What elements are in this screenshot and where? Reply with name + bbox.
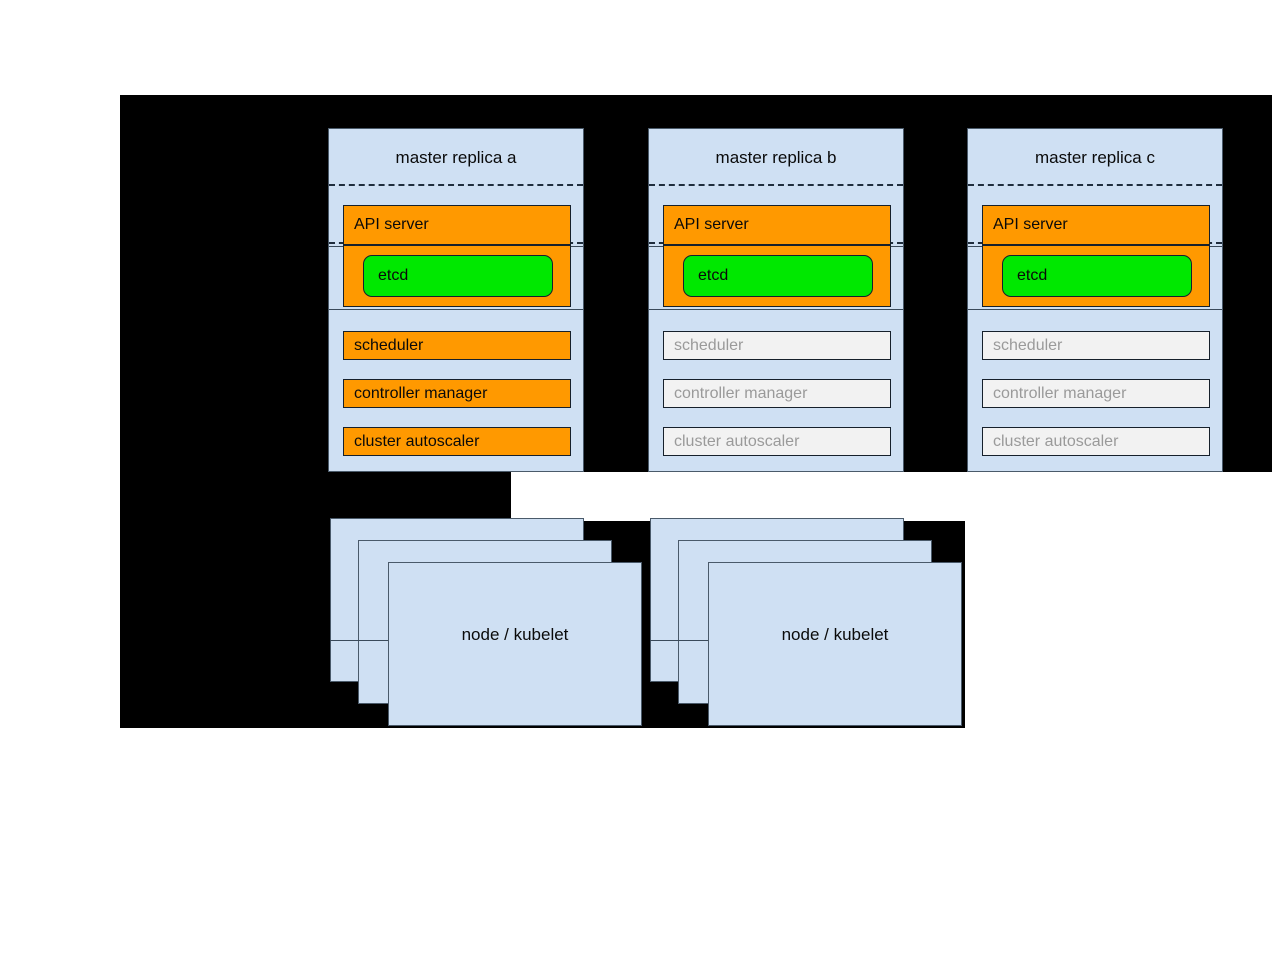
node-card-left-front[interactable]: node / kubelet — [388, 562, 642, 726]
replica-b-etcd[interactable]: etcd — [683, 255, 873, 297]
replica-c-title: master replica c — [1035, 148, 1155, 167]
replica-a-rule-dashed-top — [329, 184, 583, 186]
node-right-label: node / kubelet — [781, 625, 889, 644]
master-replica-c[interactable]: master replica c API server etcd schedul… — [967, 128, 1223, 472]
replica-b-cluster-autoscaler[interactable]: cluster autoscaler — [663, 427, 891, 456]
replica-b-controller-manager[interactable]: controller manager — [663, 379, 891, 408]
replica-c-cluster-autoscaler[interactable]: cluster autoscaler — [982, 427, 1210, 456]
replica-a-etcd[interactable]: etcd — [363, 255, 553, 297]
replica-a-title: master replica a — [395, 148, 517, 167]
replica-c-scheduler[interactable]: scheduler — [982, 331, 1210, 360]
replica-b-rule-solid-bottom — [649, 309, 903, 310]
replica-a-cluster-autoscaler[interactable]: cluster autoscaler — [343, 427, 571, 456]
replica-a-controller-manager[interactable]: controller manager — [343, 379, 571, 408]
replica-a-api-server[interactable]: API server — [343, 205, 571, 245]
replica-b-scheduler[interactable]: scheduler — [663, 331, 891, 360]
node-stack-left: node / kubelet — [330, 518, 660, 730]
replica-c-api-server[interactable]: API server — [982, 205, 1210, 245]
replica-c-controller-manager[interactable]: controller manager — [982, 379, 1210, 408]
replica-a-scheduler[interactable]: scheduler — [343, 331, 571, 360]
black-backdrop-left-notch — [120, 472, 511, 521]
node-left-label: node / kubelet — [461, 625, 569, 644]
master-replica-a[interactable]: master replica a API server etcd schedul… — [328, 128, 584, 472]
master-replica-b[interactable]: master replica b API server etcd schedul… — [648, 128, 904, 472]
replica-c-rule-solid-bottom — [968, 309, 1222, 310]
replica-b-api-server[interactable]: API server — [663, 205, 891, 245]
replica-c-etcd[interactable]: etcd — [1002, 255, 1192, 297]
replica-a-rule-solid-bottom — [329, 309, 583, 310]
replica-b-title: master replica b — [715, 148, 837, 167]
node-stack-right: node / kubelet — [650, 518, 980, 730]
replica-c-rule-dashed-top — [968, 184, 1222, 186]
node-card-right-front[interactable]: node / kubelet — [708, 562, 962, 726]
replica-b-rule-dashed-top — [649, 184, 903, 186]
